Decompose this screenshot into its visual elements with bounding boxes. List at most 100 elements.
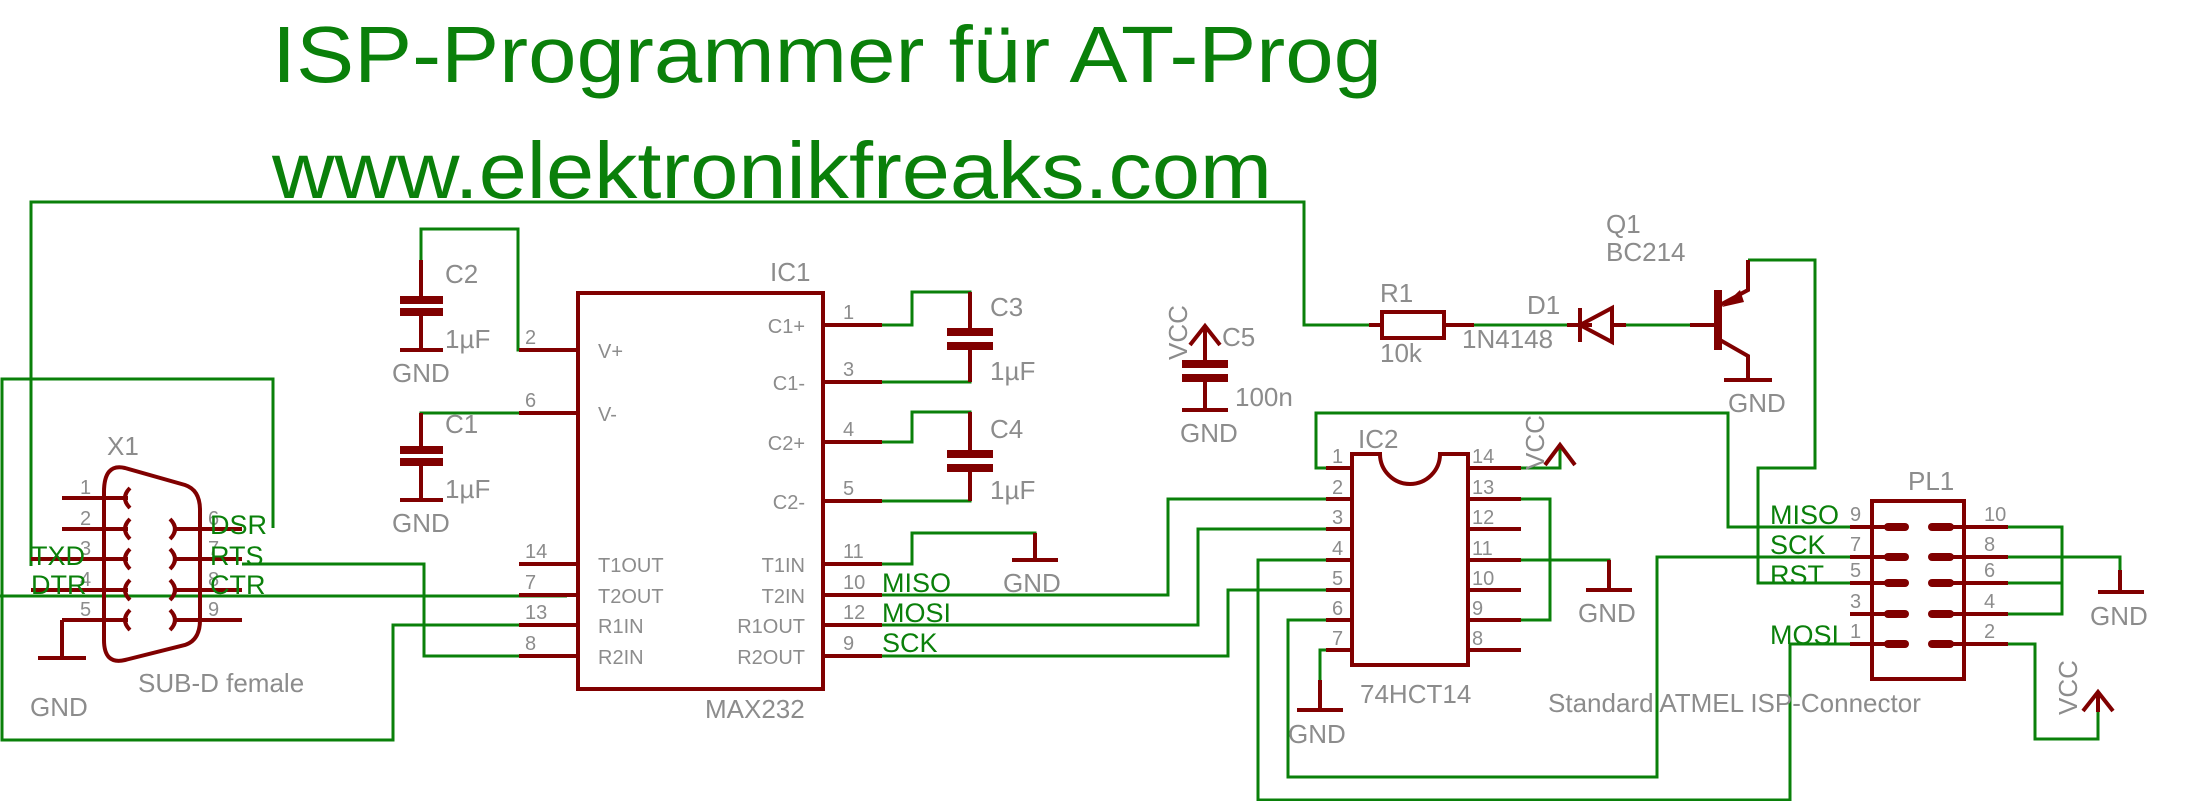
ic2-name: IC2	[1358, 424, 1398, 454]
net-label-rts: RTS	[210, 541, 264, 571]
ic1-name: IC1	[770, 257, 810, 287]
ic1-pin-label: C1-	[773, 373, 805, 395]
wire-miso-ic1	[882, 497, 1326, 597]
wire-ic2-pin6	[1286, 555, 1850, 779]
pl1-pin-number: 10	[1984, 504, 2006, 526]
d1-name: D1	[1527, 290, 1560, 320]
ic2-pin-number: 12	[1472, 507, 1494, 529]
net-label-miso-ic1: MISO	[882, 568, 951, 598]
c5-value: 100n	[1235, 382, 1293, 412]
net-label-mosi-pl1: MOSI	[1770, 620, 1839, 650]
ic1-pin-number: 11	[843, 541, 864, 563]
ic1-pin-label: R2OUT	[737, 647, 805, 669]
ic2-pin-number: 9	[1472, 598, 1483, 620]
pl1-vcc-label: VCC	[2053, 660, 2083, 715]
c2-value: 1µF	[445, 324, 490, 354]
wire-pl1-vcc	[2008, 642, 2100, 741]
ic2-pin-number: 11	[1472, 538, 1493, 560]
ic2-pin-number: 10	[1472, 568, 1494, 590]
ic1-pin-label: T1IN	[762, 555, 805, 577]
ic1-pin-number: 4	[843, 419, 854, 441]
ic1-pin-label: T2OUT	[598, 586, 664, 608]
wire-c4-bottom	[882, 478, 972, 503]
resistor-r1: R1 10k	[1369, 278, 1474, 368]
ic1-pin-number: 5	[843, 478, 854, 500]
x1-pin-5: 5	[80, 599, 91, 621]
net-label-sck-pl1: SCK	[1770, 530, 1826, 560]
wire-ic2-pin4	[1256, 558, 1850, 801]
x1-pin-2: 2	[80, 508, 91, 530]
c1-gnd-label: GND	[392, 508, 450, 538]
wire-mosi-ic1	[882, 527, 1326, 627]
net-label-ctr: CTR	[210, 570, 266, 600]
capacitor-c3: C3 1µF	[947, 292, 1035, 386]
ic2-body	[1350, 452, 1470, 667]
c2-gnd-label: GND	[392, 358, 450, 388]
ic2-gnd-11-label: GND	[1578, 598, 1636, 628]
x1-pin-1: 1	[80, 477, 91, 499]
ic2-pin-number: 4	[1332, 538, 1343, 560]
pl1-pin-number: 3	[1850, 591, 1861, 613]
ic1-pin-label: C1+	[768, 316, 805, 338]
r1-name: R1	[1380, 278, 1413, 308]
ic2-pin-number: 3	[1332, 507, 1343, 529]
pl1-pin-number: 8	[1984, 534, 1995, 556]
ic2-pin-number: 1	[1332, 446, 1343, 468]
transistor-q1: Q1 BC214 GND	[1606, 209, 1786, 418]
ic1-pin-number: 12	[843, 602, 865, 624]
pl1-name: PL1	[1908, 466, 1954, 496]
net-label-dsr: DSR	[210, 510, 267, 540]
ic2-pin-number: 8	[1472, 628, 1483, 650]
wire-pl1-gnd-pins	[2008, 525, 2064, 616]
connector-x1: X1 1 2 3 4 5 6 7 8 9 TXD DTR DSR RTS	[30, 431, 304, 722]
x1-pin-8: 8	[208, 569, 219, 591]
ic1-pin-label: V-	[598, 404, 617, 426]
ic1-pin-label: R1IN	[598, 616, 644, 638]
ic2-vcc-label: VCC	[1520, 415, 1550, 470]
x1-right-pins	[168, 517, 242, 632]
ic2-vcc-arrow	[1543, 441, 1577, 467]
net-label-sck-ic1: SCK	[882, 628, 938, 658]
ic2-pin-number: 13	[1472, 477, 1494, 499]
pl1-pin-number: 9	[1850, 504, 1861, 526]
ic1-pin-label: T2IN	[762, 586, 805, 608]
x1-name: X1	[107, 431, 139, 461]
q1-gnd-label: GND	[1728, 388, 1786, 418]
c5-name: C5	[1222, 322, 1255, 352]
wire-ic2-vcc	[1521, 445, 1562, 470]
capacitor-c4: C4 1µF	[947, 412, 1035, 505]
pl1-pin-number: 6	[1984, 560, 1995, 582]
ic1-pin-number: 2	[525, 327, 536, 349]
q1-emitter-arrow	[1722, 290, 1744, 307]
ic1-right-pins: 1C1+3C1-4C2+5C2-11T1IN10T2IN12R1OUT9R2OU…	[737, 302, 882, 669]
ic1-pin-number: 3	[843, 359, 854, 381]
website-url: www.elektronikfreaks.com	[271, 126, 1272, 215]
wire-dsr-loop	[0, 377, 567, 742]
x1-pin-6: 6	[208, 508, 219, 530]
ic1-pin-number: 8	[525, 633, 536, 655]
ic1-body	[576, 291, 825, 691]
wire-c1-vminus	[419, 411, 567, 440]
q1-name: Q1	[1606, 209, 1641, 239]
ic2-pin-number: 7	[1332, 628, 1343, 650]
ic1-pin-label: R1OUT	[737, 616, 805, 638]
pl1-pin-number: 1	[1850, 621, 1861, 643]
net-label-rst-pl1: RST	[1770, 560, 1824, 590]
wire-pl1-8-gnd	[2008, 555, 2122, 592]
ic1-pin-label: C2+	[768, 433, 805, 455]
ic2-pin-number: 6	[1332, 598, 1343, 620]
ic2-pin-number: 2	[1332, 477, 1343, 499]
wire-c4-top	[882, 410, 972, 450]
wire-c3-bottom	[882, 356, 972, 384]
ic1-t1in-gnd-label: GND	[1003, 568, 1061, 598]
c1-name: C1	[445, 409, 478, 439]
ic1-pin-number: 1	[843, 302, 854, 324]
c4-value: 1µF	[990, 475, 1035, 505]
x1-pin-3: 3	[80, 538, 91, 560]
c3-name: C3	[990, 292, 1023, 322]
